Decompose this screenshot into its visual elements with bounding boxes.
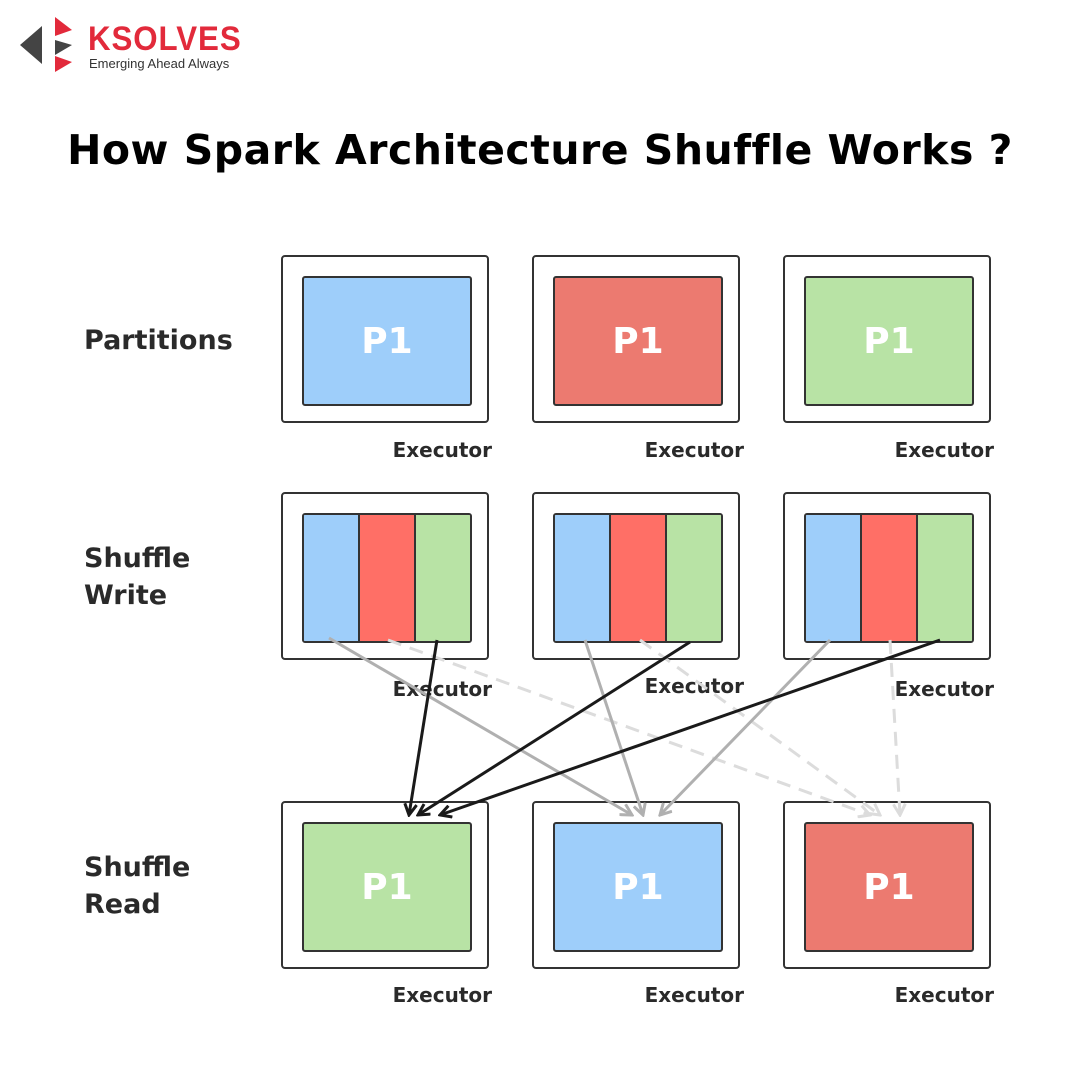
executor-label: Executor bbox=[644, 983, 744, 1007]
arrow-red-3 bbox=[888, 639, 900, 815]
executor-box bbox=[281, 492, 489, 660]
row-label-partitions: Partitions bbox=[84, 325, 233, 356]
logo-name: KSOLVES bbox=[88, 20, 242, 58]
page-title: How Spark Architecture Shuffle Works ? bbox=[67, 126, 1013, 174]
executor-label: Executor bbox=[392, 677, 492, 701]
ksolves-logo-icon bbox=[20, 17, 72, 72]
arrow-blue-1 bbox=[328, 636, 632, 815]
arrow-red-1 bbox=[387, 638, 870, 815]
executor-box: P1 bbox=[532, 801, 740, 969]
arrow-green-1 bbox=[409, 639, 439, 815]
executor-box: P1 bbox=[783, 801, 991, 969]
executor-label: Executor bbox=[894, 438, 994, 462]
executor-label: Executor bbox=[644, 674, 744, 698]
executor-box: P1 bbox=[281, 801, 489, 969]
partition-blue: P1 bbox=[553, 822, 723, 952]
executor-box: P1 bbox=[783, 255, 991, 423]
arrow-blue-2 bbox=[583, 639, 643, 815]
shuffle-write-buckets bbox=[302, 513, 472, 643]
executor-label: Executor bbox=[644, 438, 744, 462]
logo-tagline: Emerging Ahead Always bbox=[89, 56, 230, 71]
arrow-red-2 bbox=[639, 638, 880, 815]
executor-label: Executor bbox=[392, 438, 492, 462]
executor-box: P1 bbox=[281, 255, 489, 423]
arrow-blue-3 bbox=[660, 638, 832, 815]
arrow-green-2 bbox=[418, 640, 691, 815]
shuffle-write-buckets bbox=[804, 513, 974, 643]
partition-green: P1 bbox=[804, 276, 974, 406]
partition-green: P1 bbox=[302, 822, 472, 952]
arrow-green-3 bbox=[440, 638, 941, 815]
executor-label: Executor bbox=[392, 983, 492, 1007]
executor-label: Executor bbox=[894, 983, 994, 1007]
shuffle-write-buckets bbox=[553, 513, 723, 643]
partition-blue: P1 bbox=[302, 276, 472, 406]
executor-box bbox=[783, 492, 991, 660]
partition-red: P1 bbox=[553, 276, 723, 406]
partition-red: P1 bbox=[804, 822, 974, 952]
executor-box bbox=[532, 492, 740, 660]
executor-label: Executor bbox=[894, 677, 994, 701]
executor-box: P1 bbox=[532, 255, 740, 423]
